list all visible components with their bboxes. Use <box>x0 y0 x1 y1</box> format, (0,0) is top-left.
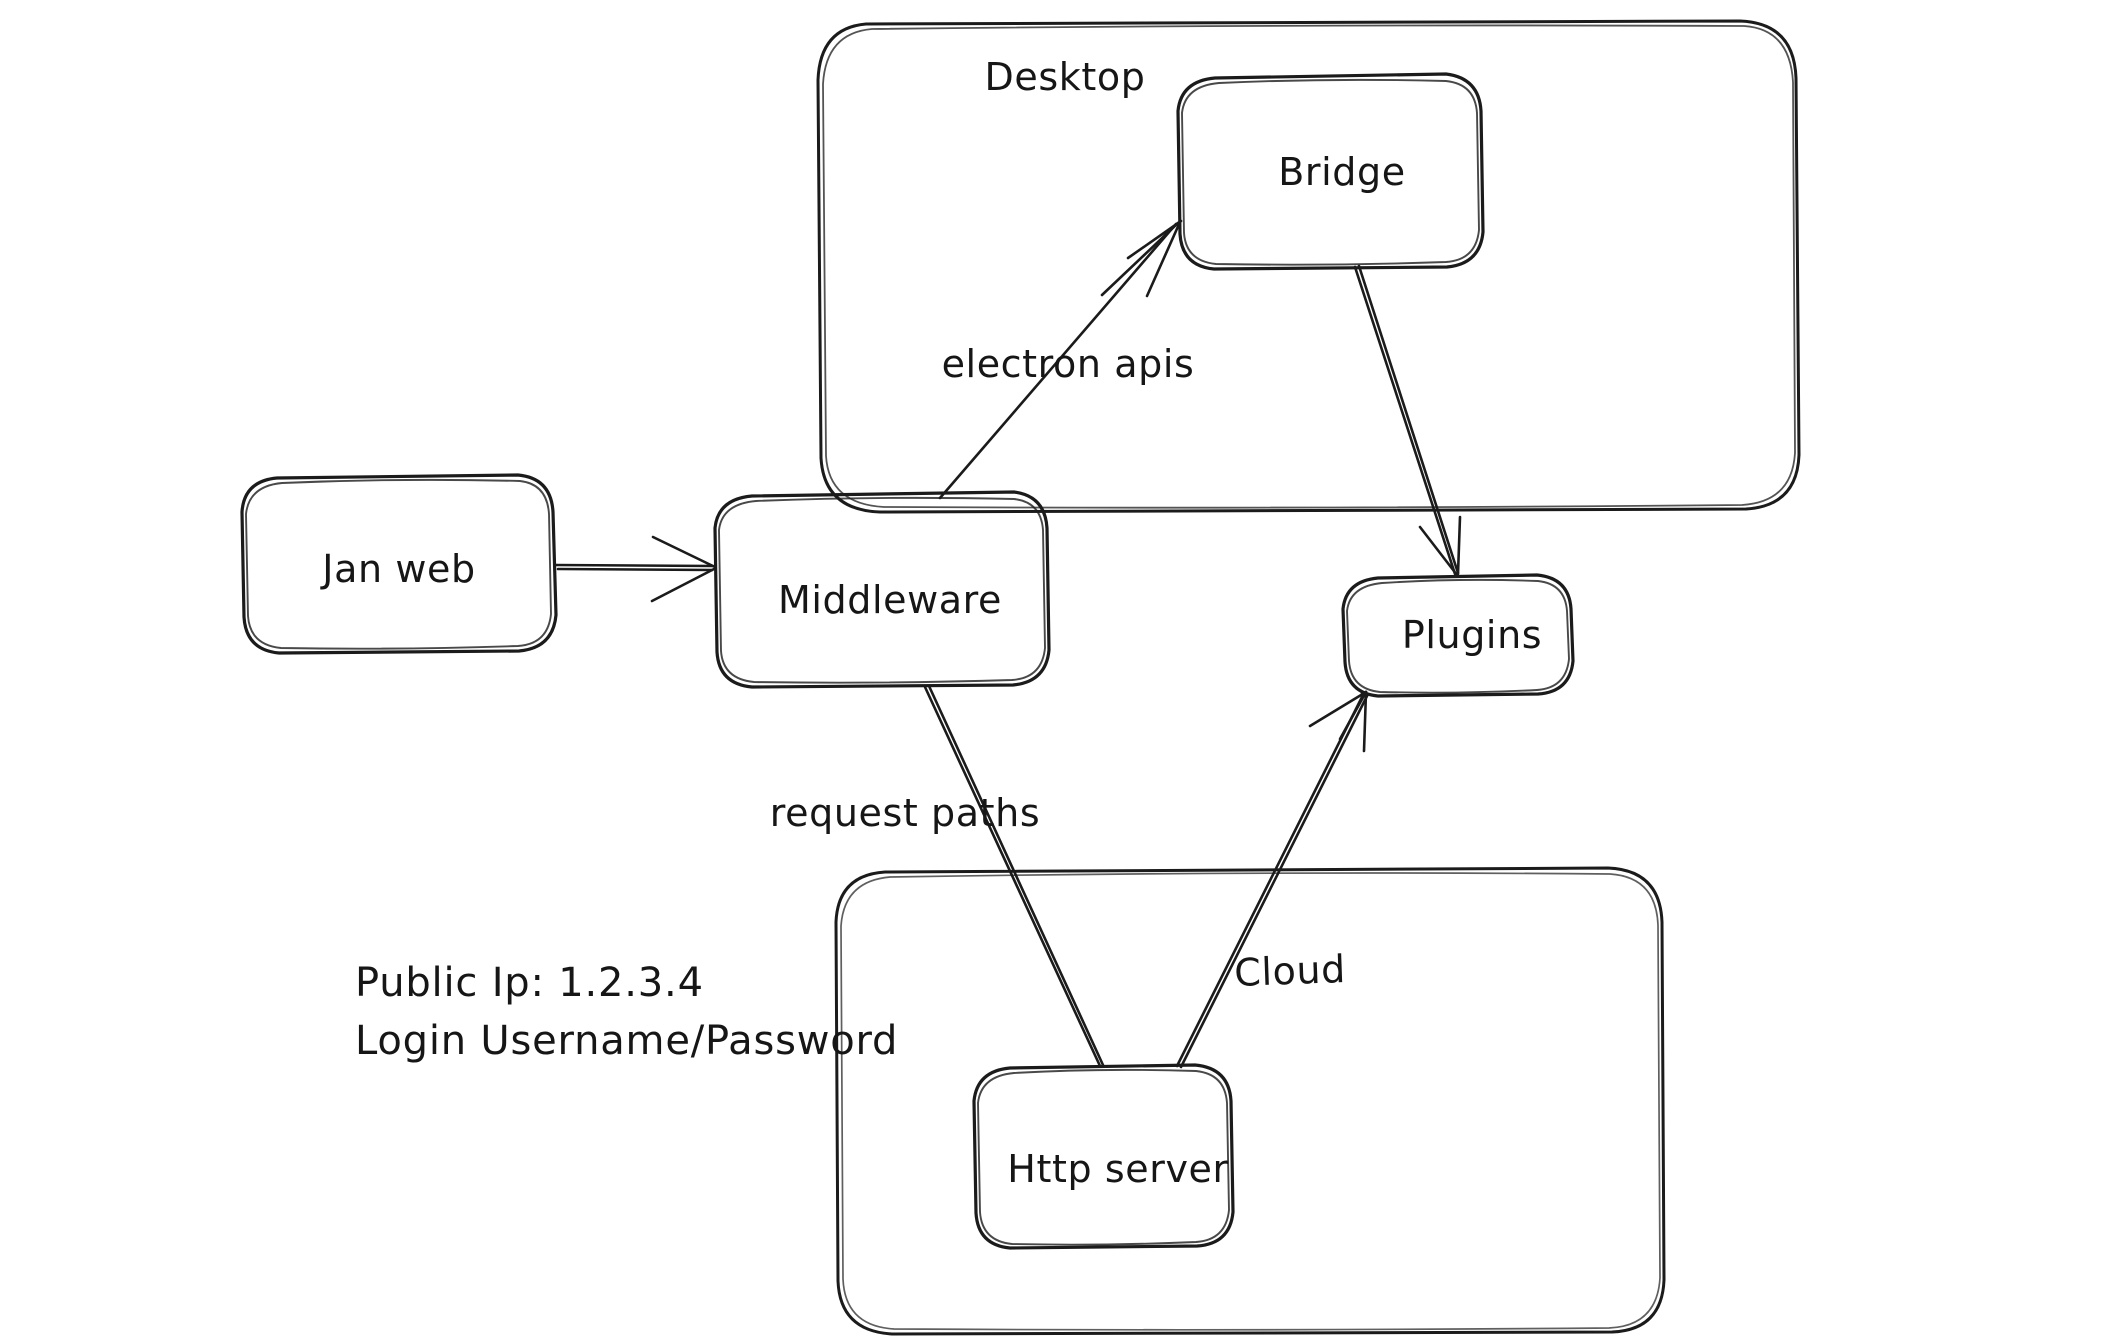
group-cloud-outline <box>834 866 1666 1336</box>
node-bridge-outline <box>1176 72 1485 271</box>
edge-label-request-paths: request paths <box>769 791 1041 835</box>
node-label-middleware: Middleware <box>777 578 1003 622</box>
group-desktop-outline <box>816 19 1801 514</box>
edge-middleware-to-bridge <box>938 219 1183 500</box>
edge-middleware-to-http-server <box>923 684 1105 1068</box>
edge-jan-web-to-middleware <box>554 535 717 603</box>
note-public-ip: Public Ip: 1.2.3.4 <box>355 960 704 1006</box>
node-jan-web-outline <box>240 473 558 655</box>
group-label-cloud: Cloud <box>1233 947 1347 995</box>
node-label-http-server: Http server <box>1007 1147 1229 1191</box>
edge-bridge-to-plugins <box>1353 264 1462 577</box>
node-label-plugins: Plugins <box>1401 613 1543 657</box>
edge-http-server-to-plugins <box>1175 690 1370 1069</box>
note-login-credentials: Login Username/Password <box>355 1018 899 1064</box>
edge-label-electron-apis: electron apis <box>941 342 1195 386</box>
node-label-bridge: Bridge <box>1278 150 1406 194</box>
node-plugins-outline <box>1341 573 1575 698</box>
node-label-jan-web: Jan web <box>322 547 476 591</box>
node-http-server-outline <box>972 1063 1235 1250</box>
group-label-desktop: Desktop <box>984 55 1146 99</box>
